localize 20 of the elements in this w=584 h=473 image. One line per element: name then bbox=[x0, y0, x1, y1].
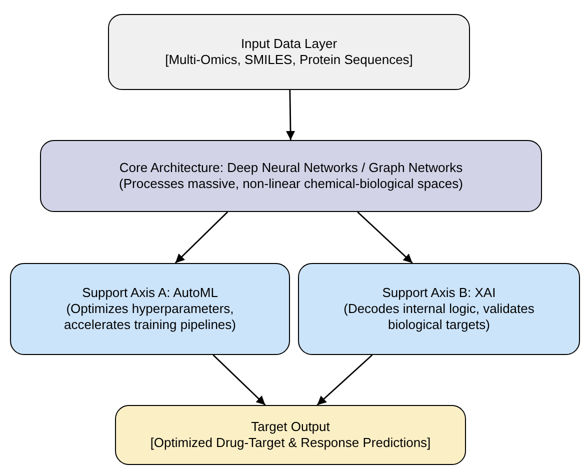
arrow bbox=[174, 212, 228, 264]
arrow bbox=[286, 90, 295, 140]
node-description: (Optimizes hyperparameters, accelerates training pipelines) bbox=[63, 301, 237, 333]
node-description: [Multi-Omics, SMILES, Protein Sequences] bbox=[165, 52, 413, 68]
node-title: Input Data Layer bbox=[240, 36, 338, 52]
process-box bbox=[10, 263, 290, 355]
process-box bbox=[40, 140, 542, 212]
process-box bbox=[298, 263, 580, 355]
arrow bbox=[316, 354, 373, 406]
node-title: Target Output bbox=[251, 419, 330, 435]
arrow bbox=[212, 354, 266, 406]
process-box bbox=[115, 405, 466, 465]
node-description: [Optimized Drug-Target & Response Predictions] bbox=[150, 435, 431, 451]
arrow bbox=[357, 211, 413, 264]
node-description: (Decodes internal logic, validates biological targets) bbox=[342, 301, 536, 333]
node-title: Support Axis A: AutoML bbox=[82, 285, 218, 301]
node-description: (Processes massive, non-linear chemical-biological spaces) bbox=[119, 176, 463, 192]
process-box bbox=[108, 14, 470, 90]
node-title: Support Axis B: XAI bbox=[382, 285, 496, 301]
node-title: Core Architecture: Deep Neural Networks / Graph Networks bbox=[119, 160, 463, 176]
